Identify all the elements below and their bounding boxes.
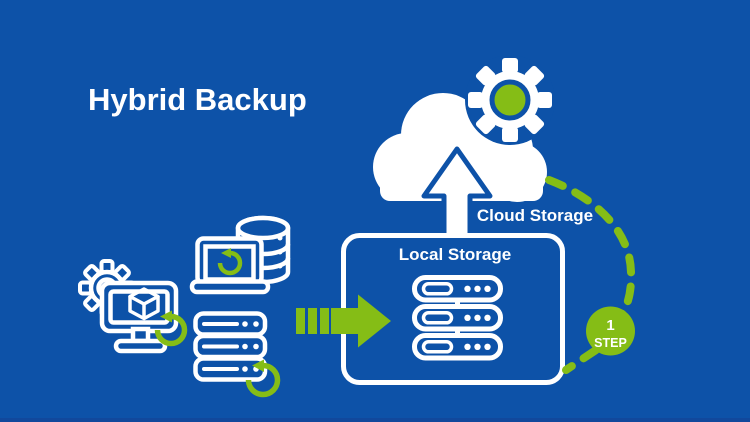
refresh-icon	[217, 248, 243, 276]
refresh-icon	[154, 310, 188, 347]
database-dots	[277, 235, 283, 269]
footer-strip	[0, 418, 750, 422]
transfer-arrow-icon	[296, 294, 391, 348]
step-badge: 1 STEP	[586, 306, 635, 356]
local-storage-label: Local Storage	[399, 245, 511, 264]
monitor-icon	[99, 280, 179, 354]
local-server-stack-icon	[412, 275, 503, 361]
page-title: Hybrid Backup	[88, 82, 307, 117]
cube-icon	[128, 287, 160, 321]
step-number: 1	[606, 317, 614, 334]
laptop-icon	[189, 236, 271, 295]
refresh-icon	[245, 359, 281, 398]
step-label: STEP	[594, 336, 627, 350]
cloud-gear-icon	[465, 55, 555, 145]
server-stack-icon	[193, 311, 281, 398]
cloud-storage-label: Cloud Storage	[477, 206, 593, 225]
